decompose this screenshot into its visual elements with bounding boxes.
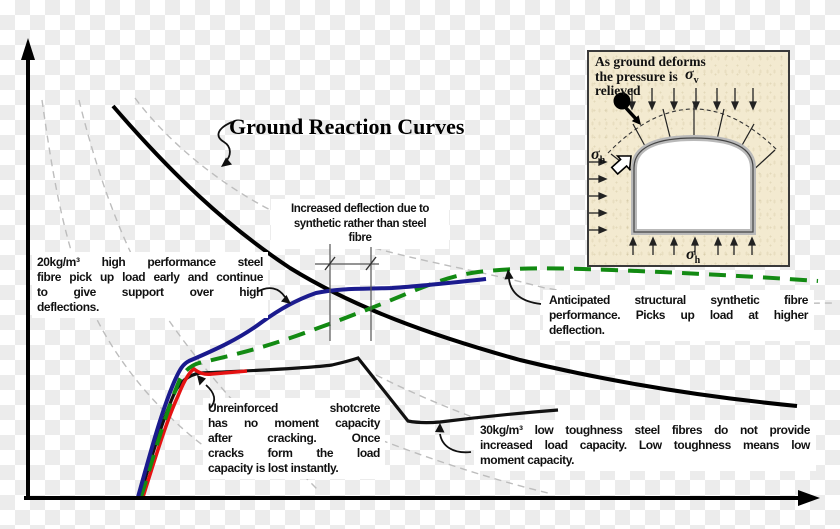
unreinforced-curve bbox=[141, 366, 248, 498]
annotation-line: 20kg/m³ high performance steel bbox=[37, 255, 263, 269]
annotation-anticipated: Anticipated structural synthetic fibre p… bbox=[543, 290, 814, 341]
annotation-steel20: 20kg/m³ high performance steel fibre pic… bbox=[32, 252, 268, 318]
pointer-dot-arrowhead bbox=[631, 115, 641, 125]
inset-caption-line: the pressure is bbox=[595, 68, 678, 84]
relief-arc-dashed bbox=[607, 108, 779, 154]
x-axis-arrowhead bbox=[798, 490, 820, 506]
tunnel-lining bbox=[631, 134, 756, 235]
y-axis-arrowhead bbox=[21, 38, 35, 60]
deformation-block-arrow-icon bbox=[610, 155, 632, 176]
annotation-line: after cracking. Once bbox=[208, 431, 380, 445]
inset-caption-line: As ground deforms bbox=[595, 54, 706, 69]
inset-caption: As ground deforms the pressure is reliev… bbox=[595, 54, 727, 99]
inset-tunnel-diagram: As ground deforms the pressure is reliev… bbox=[587, 50, 790, 267]
annotation-line: Anticipated structural synthetic fibre bbox=[549, 293, 808, 307]
annotation-line: has no moment capacity bbox=[208, 416, 380, 430]
synthetic-curve bbox=[139, 266, 819, 498]
inset-caption-line: relieved bbox=[595, 83, 641, 98]
sigma-h-bottom-arrows bbox=[629, 236, 756, 255]
ground-reaction-curve bbox=[111, 104, 798, 408]
annotation-line: cracks form the load bbox=[208, 446, 380, 460]
annotation-line: fibre bbox=[348, 232, 372, 244]
tunnel-outline bbox=[633, 137, 754, 233]
sigma-v-label: σv bbox=[685, 66, 699, 87]
sigma-h-left-label: σh bbox=[591, 146, 606, 167]
annotation-steel30: 30kg/m³ low toughness steel fibres do no… bbox=[474, 420, 816, 471]
annotation-line: 30kg/m³ low toughness steel fibres do no… bbox=[480, 423, 810, 437]
annotation-line: performance. Picks up load at higher bbox=[549, 308, 808, 322]
grc-dashed-2 bbox=[78, 99, 319, 491]
pointer-dot-arrow bbox=[624, 106, 638, 121]
annotation-line: moment capacity. bbox=[480, 453, 575, 467]
steel20-curve bbox=[136, 277, 487, 498]
annotation-unreinforced: Unreinforced shotcrete has no moment cap… bbox=[203, 398, 385, 479]
annotation-line: capacity is lost instantly. bbox=[208, 461, 339, 475]
annotation-line: fibre pick up load early and continue bbox=[37, 270, 263, 284]
annotation-increased-deflection: Increased deflection due to synthetic ra… bbox=[271, 199, 449, 249]
sigma-h-left-arrows bbox=[589, 158, 608, 234]
annotation-line: increased load capacity. Low toughness m… bbox=[480, 438, 810, 452]
annotation-line: to give support over high bbox=[37, 285, 263, 299]
grc-dashed-5 bbox=[380, 439, 549, 494]
annotation-line: Increased deflection due to bbox=[290, 203, 430, 215]
annotation-line: Unreinforced shotcrete bbox=[208, 401, 380, 415]
sigma-h-bottom-label: σh bbox=[686, 246, 701, 267]
sigma-v-arrows bbox=[628, 88, 757, 111]
grc-dashed-4 bbox=[375, 374, 479, 420]
grc-dashed-3 bbox=[134, 97, 837, 304]
figure-title: Ground Reaction Curves bbox=[229, 114, 465, 139]
inset-svg bbox=[589, 88, 779, 255]
pointer-dot-icon bbox=[613, 92, 631, 110]
axes bbox=[21, 38, 820, 506]
annotation-line: deflections. bbox=[37, 300, 99, 314]
annotation-line: synthetic rather than steel bbox=[293, 217, 427, 230]
annotation-line: deflection. bbox=[549, 323, 605, 337]
